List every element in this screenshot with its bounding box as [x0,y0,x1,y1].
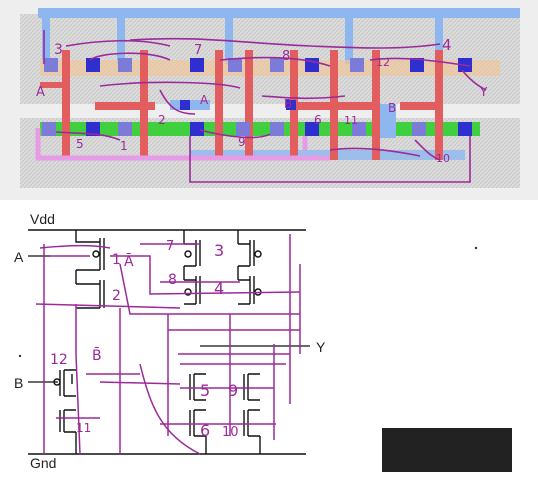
layout-label: 12 [376,56,390,69]
layout-svg: 3 A 5 1 2 7 8 A B 6 11 12 B 9 10 4 Y [20,8,520,188]
layout-label: 1 [120,139,128,153]
gnd-label: Gnd [30,455,56,471]
metal-drop [42,14,50,64]
metal-drop [435,14,443,64]
schem-label: 10 [222,425,239,440]
handwritten-schematic-wires [35,234,301,455]
schem-label: 3 [214,241,224,260]
poly-gate [245,50,253,160]
layout-label: 6 [314,113,322,127]
occluding-box [382,428,512,472]
n-contacts-x [42,122,426,136]
n-active [40,122,480,136]
schem-label: 6 [200,421,210,440]
layout-label: 9 [238,135,246,149]
n-contacts [86,122,472,136]
poly-strap [40,82,65,88]
via [180,100,190,110]
schem-label: 1 [112,252,121,268]
poly-strap [290,102,380,110]
layout-label: 3 [54,42,63,58]
input-b-label: B [14,375,23,391]
schem-label: 7 [166,239,174,254]
via [286,100,296,110]
schem-label: B̄ [92,346,102,364]
p-contacts-x [44,58,364,72]
input-a-label: A [14,249,24,265]
schem-label: 9 [228,381,238,400]
handwritten-wires [43,30,487,183]
schem-label: 2 [112,288,121,304]
gnd-strap [190,150,465,160]
layout-label: 11 [344,114,358,127]
schem-label: Ā [124,253,134,270]
layout-label: 7 [194,43,202,58]
vdd-label: Vdd [30,211,55,227]
poly-strap [400,102,440,110]
layout-label: 5 [76,137,84,151]
metal-drop [345,14,353,64]
layout-panel: 3 A 5 1 2 7 8 A B 6 11 12 B 9 10 4 Y [0,0,538,200]
layout-label: A [36,85,45,100]
metal-drop [117,14,125,64]
layout-label: 2 [158,113,166,127]
layout-label: 10 [436,152,450,165]
schem-label: 8 [168,272,177,288]
schem-label: 11 [76,421,91,435]
layout-label: 8 [282,49,290,64]
poly-gate [215,50,223,160]
schem-label: 5 [200,381,210,400]
pink-net [35,128,330,161]
layout-label: A [200,93,209,107]
layout-label: Y [479,85,488,99]
layout-label: B [388,101,396,115]
output-y-label: Y [316,339,326,355]
poly-gate [62,50,70,160]
schematic-svg: Vdd Gnd A B Y [14,211,478,471]
vdd-rail [38,8,520,18]
poly-strap [95,102,155,110]
schem-label: 12 [50,352,68,368]
layout-label: 4 [442,36,452,54]
schematic-panel: Vdd Gnd A B Y [0,204,538,472]
metal-drop [225,14,233,64]
metal-strap [380,104,396,138]
stray-dot [18,354,22,358]
schem-label: 4 [214,279,224,298]
layout-label: B [284,97,292,111]
stray-dot [474,246,478,250]
